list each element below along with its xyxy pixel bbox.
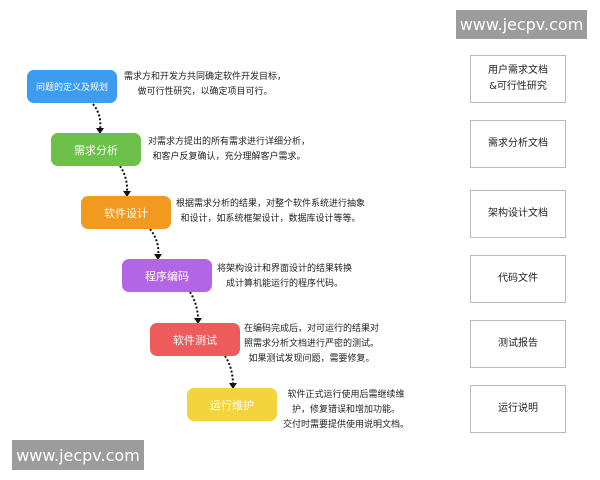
arrow-4 xyxy=(189,291,199,321)
desc-planning: 需求方和开发方共同确定软件开发目标，做可行性研究，以确定项目可行。 xyxy=(124,72,287,97)
step-coding: 程序编码 xyxy=(122,259,212,292)
step-testing: 软件测试 xyxy=(150,323,240,356)
doc-planning: 用户需求文档 &可行性研究 xyxy=(470,55,566,103)
step-design: 软件设计 xyxy=(81,196,171,229)
desc-design: 根据需求分析的结果，对整个软件系统进行抽象和设计，如系统框架设计，数据库设计等等… xyxy=(176,199,366,224)
doc-requirements: 需求分析文档 xyxy=(470,120,566,168)
doc-testing: 测试报告 xyxy=(470,320,566,368)
watermark-top: www.jecpv.com xyxy=(456,10,587,39)
arrow-2 xyxy=(119,165,129,194)
doc-maintenance: 运行说明 xyxy=(470,385,566,433)
arrow-1 xyxy=(92,103,102,131)
desc-testing: 在编码完成后，对可运行的结果对照需求分析文档进行严密的测试。如果测试发现问题，需… xyxy=(244,324,380,364)
desc-maintenance: 软件正式运行使用后需继续维护，修复错误和增加功能。交付时需要提供使用说明文档。 xyxy=(283,390,410,430)
doc-coding: 代码文件 xyxy=(470,255,566,303)
watermark-bottom: www.jecpv.com xyxy=(12,440,144,470)
doc-design: 架构设计文档 xyxy=(470,190,566,238)
arrow-5 xyxy=(224,355,234,386)
desc-coding: 将架构设计和界面设计的结果转换成计算机能运行的程序代码。 xyxy=(217,264,353,289)
step-requirements: 需求分析 xyxy=(51,133,141,166)
arrow-3 xyxy=(149,228,160,257)
step-maintenance: 运行维护 xyxy=(187,388,277,421)
desc-requirements: 对需求方提出的所有需求进行详细分析，和客户反复确认，充分理解客户需求。 xyxy=(148,137,311,162)
step-planning: 问题的定义及规划 xyxy=(27,70,117,103)
